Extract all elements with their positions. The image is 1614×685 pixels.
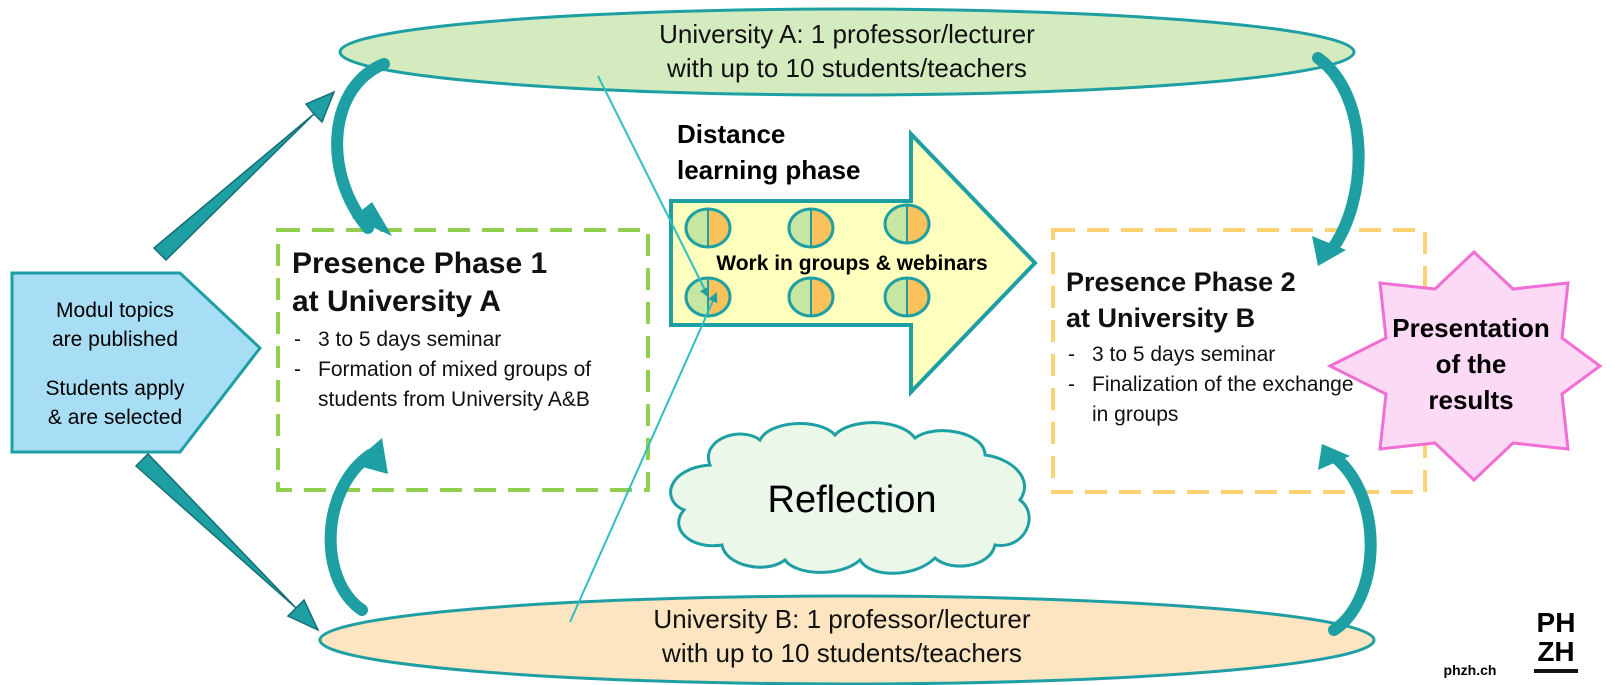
presence-phase-2-box: [1051, 228, 1427, 494]
phase-1-title-line2: at University A: [292, 285, 501, 318]
distance-title-line2: learning phase: [677, 155, 861, 185]
start-box-line3: Students apply: [46, 377, 185, 400]
arrow-start-to-university-b: [134, 452, 320, 632]
start-box-line2: are published: [52, 328, 178, 351]
phase-1-bullet: Formation of mixed groups of students fr…: [292, 355, 640, 415]
start-box-line1: Modul topics: [56, 299, 174, 322]
groups-label: Work in groups & webinars: [716, 252, 987, 275]
distance-learning-arrow: [669, 129, 1038, 397]
presence-phase-1-box: [276, 228, 650, 492]
group-circle: [883, 276, 931, 318]
presentation-star: Presentation of the results: [1326, 249, 1603, 483]
curved-arrow-university-b-to-phase-2: [1318, 444, 1377, 636]
distance-title-line1: Distance: [677, 119, 785, 149]
university-b-ellipse: University B: 1 professor/lecturer with …: [318, 594, 1376, 685]
phase-2-title-line2: at University B: [1066, 303, 1256, 333]
presentation-line1: Presentation: [1392, 313, 1550, 343]
phzh-logo: phzh.ch PH ZH: [1444, 607, 1578, 678]
presentation-line3: results: [1428, 385, 1513, 415]
presence-phase-2-content: Presence Phase 2 at University B 3 to 5 …: [1066, 264, 1356, 430]
university-b-line1: University B: 1 professor/lecturer: [653, 604, 1030, 634]
connector-line-university-a: [597, 75, 709, 298]
curved-arrow-university-a-to-phase-1: [331, 58, 392, 236]
phase-1-bullets: 3 to 5 days seminar Formation of mixed g…: [292, 325, 640, 415]
university-a-line2: with up to 10 students/teachers: [666, 53, 1027, 83]
presence-phase-1-content: Presence Phase 1 at University A 3 to 5 …: [292, 245, 640, 415]
group-circle: [787, 207, 835, 249]
phase-2-title-line1: Presence Phase 2: [1066, 267, 1296, 297]
arrow-start-to-university-a: [152, 90, 336, 262]
start-box: Modul topics are published Students appl…: [10, 271, 263, 454]
university-b-line2: with up to 10 students/teachers: [661, 638, 1022, 668]
phase-1-title-line1: Presence Phase 1: [292, 247, 548, 280]
group-circle: [684, 207, 732, 249]
curved-arrow-university-a-to-phase-2: [1312, 52, 1365, 266]
phase-1-bullet: 3 to 5 days seminar: [292, 325, 640, 355]
phase-2-bullets: 3 to 5 days seminar Finalization of the …: [1066, 340, 1356, 430]
logo-mark-bottom: ZH: [1537, 636, 1574, 667]
group-circle: [883, 203, 931, 245]
logo-mark-top: PH: [1537, 607, 1576, 638]
start-box-line4: & are selected: [48, 406, 182, 429]
university-a-ellipse: University A: 1 professor/lecturer with …: [338, 7, 1356, 97]
connector-line-university-b: [569, 292, 718, 623]
phase-2-bullet: 3 to 5 days seminar: [1066, 340, 1356, 370]
logo-site: phzh.ch: [1444, 662, 1497, 678]
university-a-line1: University A: 1 professor/lecturer: [659, 19, 1035, 49]
group-circle: [787, 276, 835, 318]
phase-2-bullet: Finalization of the exchange in groups: [1066, 370, 1356, 430]
reflection-label: Reflection: [768, 479, 937, 521]
presentation-line2: of the: [1436, 349, 1507, 379]
reflection-cloud: Reflection: [669, 421, 1031, 575]
curved-arrow-phase-1-to-university-b: [324, 438, 388, 616]
